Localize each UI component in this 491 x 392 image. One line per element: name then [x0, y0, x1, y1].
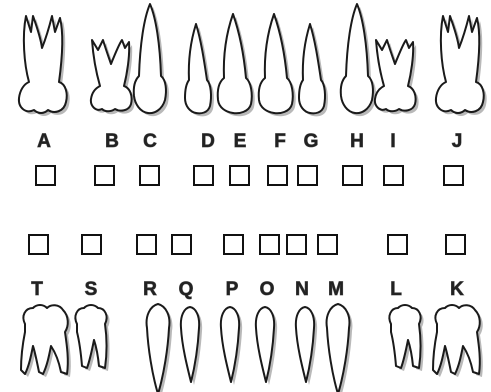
upper-tooth-i-outline: [375, 40, 416, 111]
lower-tooth-t-outline: [21, 305, 68, 374]
upper-tooth-f: [259, 14, 296, 116]
checkbox-g[interactable]: [298, 166, 317, 185]
lower-tooth-n: [296, 307, 317, 385]
upper-arch-checkboxes: [36, 166, 463, 185]
checkbox-l[interactable]: [388, 235, 407, 254]
lower-tooth-s: [75, 305, 109, 371]
lower-tooth-k: [433, 305, 483, 377]
checkbox-e[interactable]: [230, 166, 249, 185]
tooth-label-h: H: [350, 131, 364, 152]
tooth-label-q: Q: [179, 279, 194, 300]
upper-tooth-b-outline: [91, 40, 132, 111]
tooth-label-b: B: [105, 131, 119, 152]
checkbox-k[interactable]: [446, 235, 465, 254]
tooth-label-t: T: [31, 279, 43, 300]
upper-tooth-c-outline: [134, 4, 166, 113]
lower-arch-teeth: [21, 304, 483, 392]
lower-tooth-p: [221, 307, 242, 385]
tooth-label-s: S: [85, 279, 98, 300]
upper-arch-teeth: [19, 4, 487, 116]
tooth-label-l: L: [390, 279, 402, 300]
checkbox-f[interactable]: [268, 166, 287, 185]
tooth-label-k: K: [450, 279, 464, 300]
upper-tooth-i: [375, 40, 419, 114]
lower-tooth-m-outline: [327, 304, 350, 392]
upper-tooth-j: [436, 16, 487, 116]
tooth-label-p: P: [226, 279, 239, 300]
tooth-label-n: N: [295, 279, 309, 300]
checkbox-i[interactable]: [384, 166, 403, 185]
tooth-label-i: I: [390, 131, 395, 152]
checkbox-q[interactable]: [172, 235, 191, 254]
tooth-label-o: O: [260, 279, 275, 300]
checkbox-b[interactable]: [95, 166, 114, 185]
tooth-label-r: R: [143, 279, 157, 300]
lower-tooth-r-outline: [147, 304, 170, 392]
upper-tooth-e: [218, 14, 255, 116]
checkbox-j[interactable]: [444, 166, 463, 185]
upper-tooth-g: [299, 24, 328, 116]
checkbox-h[interactable]: [343, 166, 362, 185]
checkbox-n[interactable]: [287, 235, 306, 254]
tooth-label-c: C: [143, 131, 157, 152]
lower-tooth-k-outline: [433, 305, 480, 374]
lower-tooth-q: [181, 307, 202, 385]
tooth-label-m: M: [328, 279, 344, 300]
upper-tooth-d: [185, 24, 214, 116]
upper-tooth-b: [91, 40, 135, 114]
upper-tooth-j-outline: [436, 16, 484, 113]
tooth-label-a: A: [37, 131, 51, 152]
checkbox-t[interactable]: [29, 235, 48, 254]
checkbox-m[interactable]: [318, 235, 337, 254]
upper-tooth-a: [19, 16, 70, 116]
tooth-label-d: D: [201, 131, 215, 152]
upper-arch-letters: A B C D E F G H I J: [37, 131, 462, 152]
upper-tooth-h: [341, 4, 376, 116]
tooth-label-g: G: [304, 131, 319, 152]
tooth-label-f: F: [274, 131, 286, 152]
tooth-label-e: E: [234, 131, 247, 152]
lower-tooth-l: [389, 305, 423, 371]
upper-tooth-a-outline: [19, 16, 67, 113]
lower-arch-checkboxes: [29, 235, 465, 254]
lower-tooth-r: [147, 304, 173, 392]
checkbox-d[interactable]: [194, 166, 213, 185]
upper-tooth-h-outline: [341, 4, 373, 113]
tooth-label-j: J: [452, 131, 463, 152]
checkbox-o[interactable]: [260, 235, 279, 254]
lower-tooth-m: [327, 304, 353, 392]
checkbox-c[interactable]: [140, 166, 159, 185]
checkbox-s[interactable]: [82, 235, 101, 254]
checkbox-p[interactable]: [224, 235, 243, 254]
lower-arch-letters: T S R Q P O N M L K: [31, 279, 464, 300]
upper-tooth-c: [134, 4, 169, 116]
lower-tooth-t: [21, 305, 71, 377]
lower-tooth-o: [256, 307, 277, 385]
checkbox-r[interactable]: [137, 235, 156, 254]
checkbox-a[interactable]: [36, 166, 55, 185]
